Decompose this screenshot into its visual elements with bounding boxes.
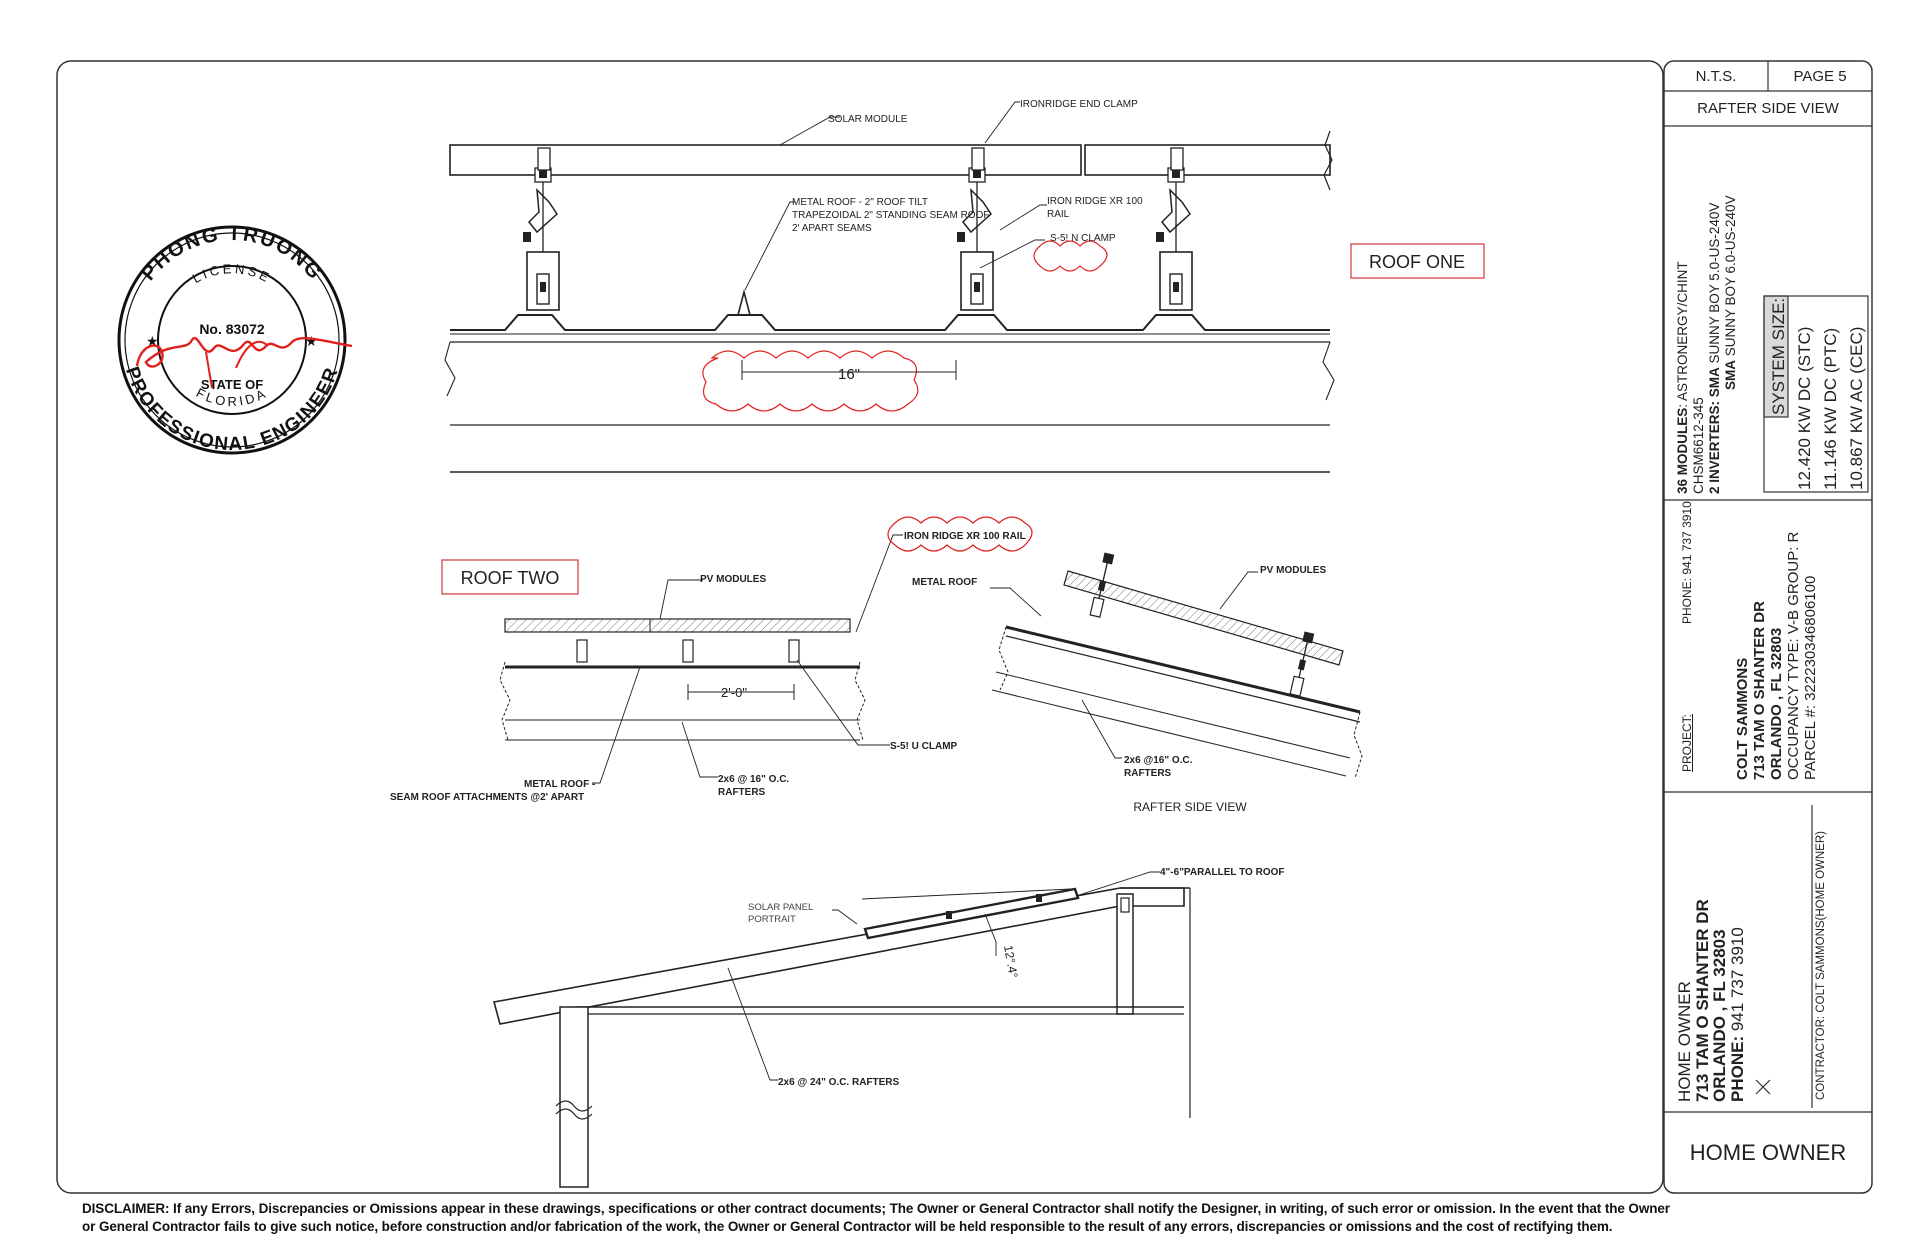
revision-cloud	[887, 516, 1033, 552]
sheet-border	[56, 60, 1664, 1194]
revision-cloud	[702, 350, 919, 412]
rafter-view-pv-modules-label: PV MODULES	[1260, 565, 1326, 576]
inverters-label: INVERTERS:	[1707, 397, 1722, 487]
seal-state-of: STATE OF	[201, 377, 263, 392]
roof-section-pitch: 12°.4°	[1001, 944, 1021, 979]
roof-two-rafters-1: 2x6 @ 16" O.C.	[718, 774, 789, 785]
roof-one-solar-module-label: SOLAR MODULE	[828, 114, 908, 125]
roof-one-metal-roof-2: TRAPEZOIDAL 2" STANDING SEAM ROOF	[792, 210, 989, 221]
project-label-line: PROJECT: PHONE: 941 737 3910	[1680, 501, 1694, 772]
system-size-block: SYSTEM SIZE: 12.420 KW DC (STC) 11.146 K…	[1766, 298, 1870, 490]
system-info-block: 36 MODULES: ASTRONERGY/CHINT CHSM6612-34…	[1675, 195, 1739, 494]
roof-section-parallel-label: 4"-6"PARALLEL TO ROOF	[1160, 867, 1285, 878]
roof-two-clamp-label: S-5! U CLAMP	[890, 741, 958, 752]
inverter-model-1: SUNNY BOY 5.0-US-240V	[1707, 202, 1722, 368]
disclaimer: DISCLAIMER: If any Errors, Discrepancies…	[82, 1200, 1682, 1236]
roof-one-tag: ROOF ONE	[1369, 252, 1465, 272]
page-number: PAGE 5	[1793, 67, 1847, 85]
owner-phone: 941 737 3910	[1727, 927, 1747, 1036]
system-size-header: SYSTEM SIZE:	[1769, 297, 1788, 415]
inverter-brand-2: SMA	[1723, 360, 1738, 390]
system-size-box	[1763, 295, 1869, 493]
seal-star-right: ★	[305, 333, 318, 349]
seal-license-word: LICENSE	[190, 261, 271, 286]
title-block-grid	[1664, 61, 1872, 1113]
rafter-view-caption: RAFTER SIDE VIEW	[1133, 800, 1247, 814]
disclaimer-text: If any Errors, Discrepancies or Omission…	[82, 1201, 1670, 1234]
roof-one-metal-roof-3: 2' APART SEAMS	[792, 223, 872, 234]
seal-license-no: No. 83072	[199, 321, 265, 337]
signature-flourish	[205, 340, 269, 389]
svg-text:LICENSE: LICENSE	[190, 261, 274, 286]
modules-value: : ASTRONERGY/CHINT	[1675, 261, 1690, 408]
roof-two-tag: ROOF TWO	[461, 568, 560, 588]
project-address: 713 TAM O SHANTER DR	[1751, 601, 1768, 780]
scale-note: N.T.S.	[1695, 67, 1737, 85]
roof-two-pv-modules-label: PV MODULES	[700, 574, 766, 585]
inverter-line-2: SMA SUNNY BOY 6.0-US-240V	[1723, 195, 1739, 494]
project-occupancy: OCCUPANCY TYPE: V-B GROUP: R	[1785, 531, 1802, 780]
rafter-view-rafters-1: 2x6 @16" O.C.	[1124, 755, 1193, 766]
inverters-line: 2 INVERTERS: SMA SUNNY BOY 5.0-US-240V	[1707, 195, 1723, 494]
project-label: PROJECT:	[1680, 713, 1694, 772]
roof-two-detail: ROOF TWO 2'-0" PV MODULES IRON RIDGE XR …	[390, 516, 1033, 803]
roof-one-spacing: 16"	[838, 366, 860, 383]
modules-count: 36	[1675, 478, 1690, 494]
rafter-side-view-detail: METAL ROOF PV MODULES 2x6 @16" O.C. RAFT…	[912, 552, 1363, 814]
roof-one-clamp-label: S-5! N CLAMP	[1050, 233, 1116, 244]
roof-one-rail-1: IRON RIDGE XR 100	[1047, 196, 1143, 207]
owner-address: 713 TAM O SHANTER DR	[1692, 899, 1712, 1102]
inverters-count: 2	[1707, 486, 1722, 494]
roof-two-spacing: 2'-0"	[721, 685, 747, 700]
owner-phone-line: PHONE: 941 737 3910	[1727, 899, 1747, 1102]
modules-label: MODULES	[1675, 407, 1690, 479]
modules-line: 36 MODULES: ASTRONERGY/CHINT	[1675, 195, 1691, 494]
system-size-cec: 10.867 KW AC (CEC)	[1847, 326, 1866, 490]
project-info-block: COLT SAMMONS 713 TAM O SHANTER DR ORLAND…	[1734, 532, 1819, 780]
roof-one-end-clamp-label: IRONRIDGE END CLAMP	[1020, 99, 1138, 110]
roof-two-rail-label: IRON RIDGE XR 100 RAIL	[904, 531, 1026, 542]
rafter-view-metal-roof-label: METAL ROOF	[912, 577, 977, 588]
revision-cloud	[1033, 240, 1108, 272]
inverter-brand-1: SMA	[1707, 367, 1722, 398]
project-city: ORLANDO , FL 32803	[1768, 627, 1785, 780]
project-name: COLT SAMMONS	[1734, 657, 1751, 780]
roof-two-metal-roof-1: METAL ROOF -	[524, 779, 595, 790]
roof-one-tag-box	[1350, 243, 1485, 279]
roof-section-rafters-label: 2x6 @ 24" O.C. RAFTERS	[778, 1077, 900, 1088]
roof-two-metal-roof-2: SEAM ROOF ATTACHMENTS @2' APART	[390, 792, 584, 803]
roof-one-detail: 16" SOLAR MODULE IRONRIDGE END CLAMP MET…	[444, 99, 1485, 473]
roof-one-rail-2: RAIL	[1047, 209, 1070, 220]
system-size-ptc: 11.146 KW DC (PTC)	[1821, 327, 1840, 490]
engineer-signature	[135, 336, 353, 368]
roof-section-panel-1: SOLAR PANEL	[748, 902, 813, 913]
inverter-model-2: SUNNY BOY 6.0-US-240V	[1723, 195, 1738, 360]
roof-two-rafters-2: RAFTERS	[718, 787, 766, 798]
roof-section-panel-2: PORTRAIT	[748, 914, 796, 925]
system-size-stc: 12.420 KW DC (STC)	[1795, 326, 1814, 490]
owner-city: ORLANDO , FL 32803	[1710, 929, 1729, 1102]
contractor-line: CONTRACTOR: COLT SAMMONS(HOME OWNER)	[1815, 831, 1827, 1100]
owner-info-block: HOME OWNER 713 TAM O SHANTER DR ORLANDO …	[1675, 899, 1747, 1102]
roof-two-tag-box	[441, 559, 579, 595]
owner-phone-label: PHONE:	[1727, 1035, 1747, 1102]
roof-one-metal-roof-1: METAL ROOF - 2" ROOF TILT	[792, 197, 928, 208]
system-size-highlight	[1763, 295, 1789, 418]
disclaimer-label: DISCLAIMER:	[82, 1201, 170, 1216]
owner-heading: HOME OWNER	[1675, 981, 1694, 1102]
project-phone: PHONE: 941 737 3910	[1680, 501, 1694, 624]
engineer-seal: PHONG TRUONG PROFESSIONAL ENGINEER LICEN…	[117, 223, 353, 455]
roof-section-detail: 12°.4° 4"-6"PARALLEL TO ROOF SOLAR PANEL…	[492, 867, 1285, 1188]
sheet-title: RAFTER SIDE VIEW	[1697, 100, 1839, 117]
rafter-view-rafters-2: RAFTERS	[1124, 768, 1172, 779]
module-model: CHSM6612-345	[1691, 397, 1706, 494]
title-block-footer: HOME OWNER	[1689, 1139, 1847, 1165]
project-parcel: PARCEL #: 322230346806100	[1802, 575, 1819, 780]
